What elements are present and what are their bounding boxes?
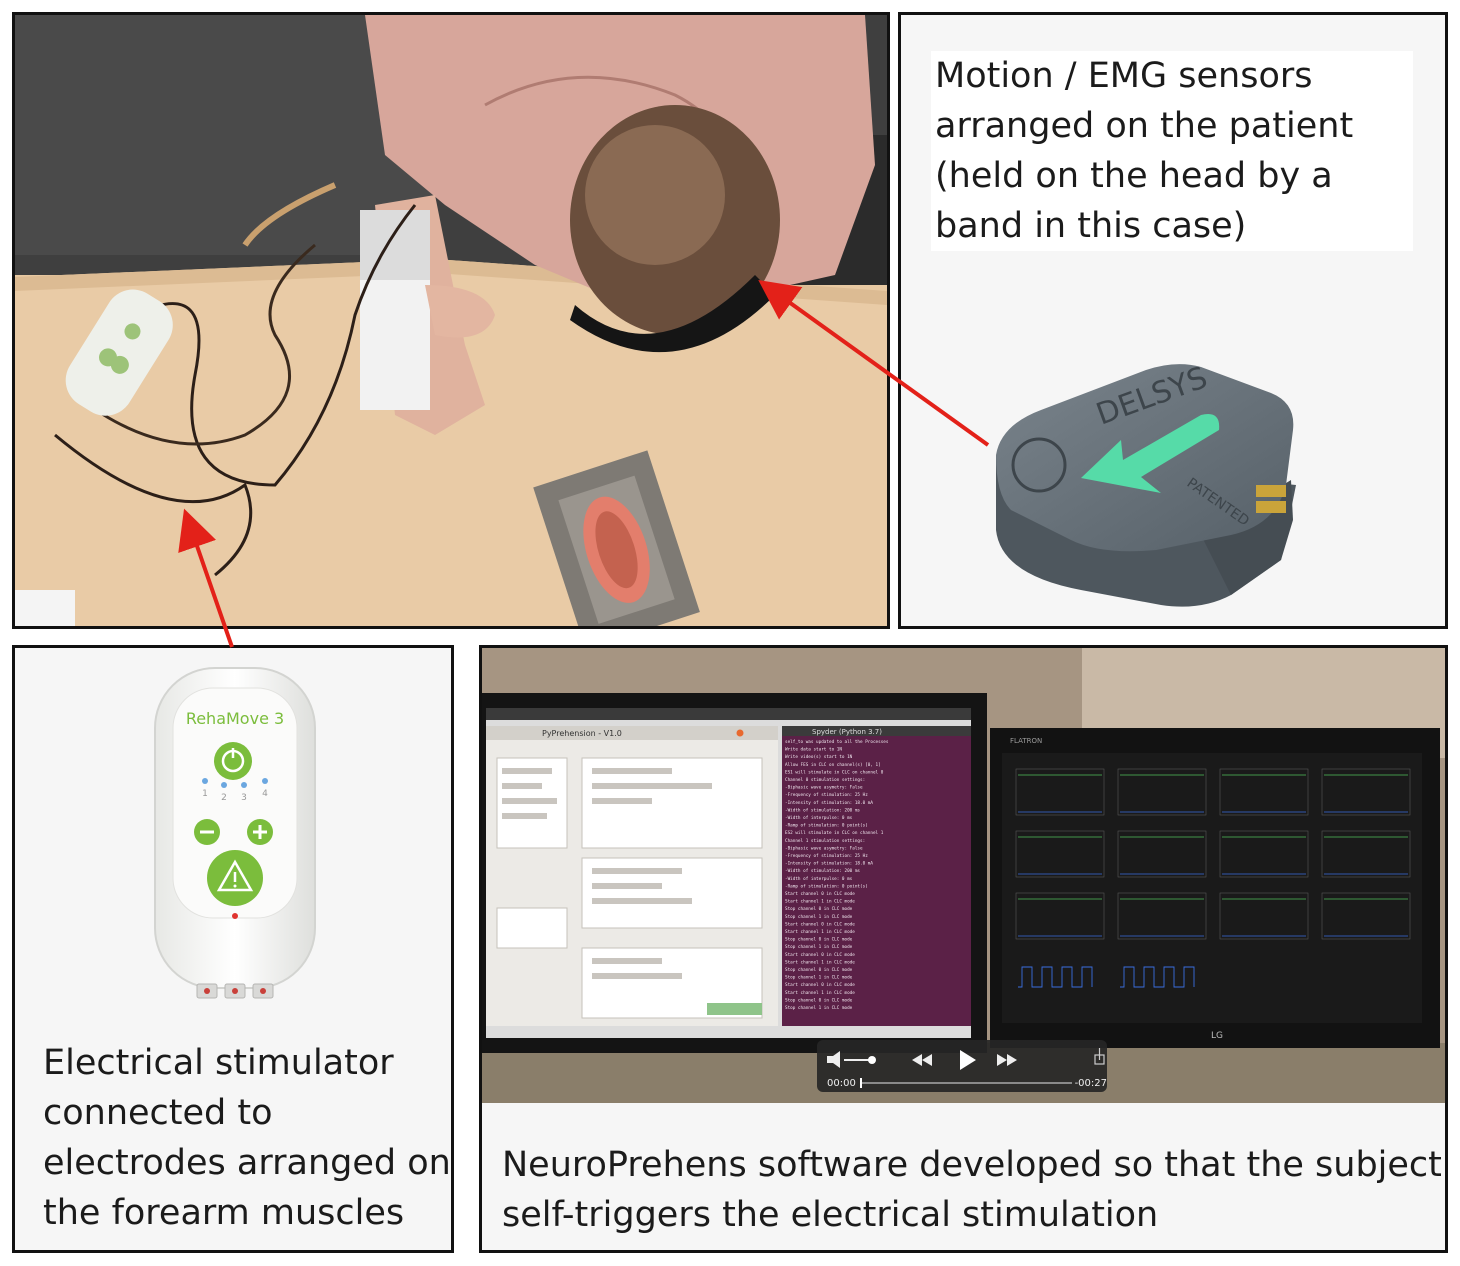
console-line: -Width of interpulse: 0 ms xyxy=(785,815,853,821)
caption-line: arranged on the patient xyxy=(935,106,1354,146)
plot-frame xyxy=(1117,768,1207,816)
software-panel: PyPrehension - V1.0 Spyder (Python 3.7) … xyxy=(479,645,1448,1253)
stimulator-caption: Electrical stimulator connected to elect… xyxy=(43,1038,451,1238)
volume-knob[interactable] xyxy=(868,1056,876,1064)
volume-icon[interactable] xyxy=(827,1051,840,1068)
plot-frame xyxy=(1321,768,1411,816)
console-output: self_to was updated to all the Processes… xyxy=(785,739,889,1011)
monitor-brand: FLATRON xyxy=(1010,737,1042,745)
rehamove-device-image: RehaMove 3 1 2 3 4 xyxy=(154,667,316,999)
editor-title: Spyder (Python 3.7) xyxy=(812,728,882,736)
caption-line: (held on the head by a xyxy=(935,156,1333,196)
console-line: Write data start to 1N xyxy=(785,747,842,753)
seek-handle[interactable] xyxy=(860,1078,862,1088)
plot-frame xyxy=(1219,768,1309,816)
console-line: -Biphasic wave asymetry: False xyxy=(785,785,863,791)
plot-frame xyxy=(1015,830,1105,878)
console-line: Start channel 1 in CLC mode xyxy=(785,990,855,996)
patient-photo-illustration xyxy=(15,15,887,626)
console-line: Stop channel 1 in CLC mode xyxy=(785,914,853,920)
software-photo: PyPrehension - V1.0 Spyder (Python 3.7) … xyxy=(482,648,1445,1103)
console-line: -Ramp of stimulation: 0 point(s) xyxy=(785,883,868,889)
fast-forward-icon[interactable] xyxy=(997,1054,1017,1066)
stimulator-panel: RehaMove 3 1 2 3 4 Electrical stim xyxy=(12,645,454,1253)
channel-number: 2 xyxy=(221,793,227,803)
console-line: self_to was updated to all the Processes xyxy=(785,739,889,745)
channel-number: 3 xyxy=(241,793,247,803)
plot-frame xyxy=(1219,830,1309,878)
console-line: Start channel 0 in CLC mode xyxy=(785,982,855,988)
plot-frame xyxy=(1321,892,1411,940)
plot-frame xyxy=(1117,830,1207,878)
console-line: Start channel 1 in CLC mode xyxy=(785,959,855,965)
console-line: -Biphasic wave asymetry: False xyxy=(785,845,863,851)
console-line: -Ramp of stimulation: 0 point(s) xyxy=(785,823,868,829)
console-line: Stop channel 1 in CLC mode xyxy=(785,1005,853,1011)
caption-line: electrodes arranged on xyxy=(43,1143,451,1183)
console-line: Start channel 1 in CLC mode xyxy=(785,929,855,935)
patient-photo xyxy=(12,12,890,629)
share-icon[interactable] xyxy=(1094,1048,1105,1065)
console-line: Stop channel 0 in CLC mode xyxy=(785,997,853,1003)
plot-frame xyxy=(1015,768,1105,816)
console-line: Stop channel 1 in CLC mode xyxy=(785,975,853,981)
console-line: ES1 will stimulate in CLC on channel 0 xyxy=(785,769,884,775)
caption-line: connected to xyxy=(43,1093,273,1133)
channel-number: 4 xyxy=(262,789,268,799)
console-line: -Intensity of stimulation: 18.0 mA xyxy=(785,861,873,867)
console-line: -Width of interpulse: 0 ms xyxy=(785,876,853,882)
sensor-panel: Motion / EMG sensors arranged on the pat… xyxy=(898,12,1448,629)
console-line: Stop channel 0 in CLC mode xyxy=(785,967,853,973)
caption-line: Motion / EMG sensors xyxy=(935,56,1313,96)
rewind-icon[interactable] xyxy=(912,1054,932,1066)
plot-frame xyxy=(1015,892,1105,940)
caption-line: the forearm muscles xyxy=(43,1193,405,1233)
lg-logo: LG xyxy=(1211,1031,1223,1041)
delsys-sensor-image: DELSYS PATENTED xyxy=(996,360,1296,607)
terminal-window xyxy=(782,726,971,1026)
caption-line: self-triggers the electrical stimulation xyxy=(502,1195,1159,1235)
console-line: Stop channel 0 in CLC mode xyxy=(785,906,853,912)
console-line: -Width of stimulation: 200 ms xyxy=(785,868,860,874)
console-line: -Frequency of stimulation: 25 Hz xyxy=(785,792,868,798)
console-line: Stop channel 0 in CLC mode xyxy=(785,937,853,943)
console-line: -Frequency of stimulation: 25 Hz xyxy=(785,853,868,859)
caption-line: band in this case) xyxy=(935,206,1247,246)
plot-frame xyxy=(1219,892,1309,940)
console-line: Channel 1 stimulation settings: xyxy=(785,838,865,844)
console-line: Start channel 0 in CLC mode xyxy=(785,952,855,958)
caption-line: NeuroPrehens software developed so that … xyxy=(502,1145,1442,1185)
play-icon[interactable] xyxy=(960,1050,976,1070)
stim-wave xyxy=(1018,966,1093,988)
channel-number: 1 xyxy=(202,789,208,799)
plot-frame xyxy=(1117,892,1207,940)
plot-grid xyxy=(1015,768,1411,988)
console-line: ES2 will stimulate in CLC on channel 1 xyxy=(785,830,884,836)
software-caption: NeuroPrehens software developed so that … xyxy=(502,1140,1442,1240)
console-line: Start channel 0 in CLC mode xyxy=(785,921,855,927)
caption-line: Electrical stimulator xyxy=(43,1043,394,1083)
rehamove-brand: RehaMove 3 xyxy=(186,709,284,728)
console-line: Write video(s) start to 1N xyxy=(785,754,853,760)
window-title: PyPrehension - V1.0 xyxy=(542,729,622,738)
stim-wave xyxy=(1120,966,1195,988)
time-remaining: -00:27 xyxy=(1075,1078,1107,1089)
time-elapsed: 00:00 xyxy=(827,1078,856,1089)
console-line: Channel 0 stimulation settings: xyxy=(785,777,865,783)
console-line: Start channel 0 in CLC mode xyxy=(785,891,855,897)
console-line: Start channel 1 in CLC mode xyxy=(785,899,855,905)
sensor-caption: Motion / EMG sensors arranged on the pat… xyxy=(931,51,1413,251)
plot-frame xyxy=(1321,830,1411,878)
console-line: -Width of stimulation: 200 ms xyxy=(785,807,860,813)
console-line: -Intensity of stimulation: 18.0 mA xyxy=(785,800,873,806)
console-line: Allow FES in CLC on channel(s) [0, 1] xyxy=(785,762,881,768)
console-line: Stop channel 1 in CLC mode xyxy=(785,944,853,950)
